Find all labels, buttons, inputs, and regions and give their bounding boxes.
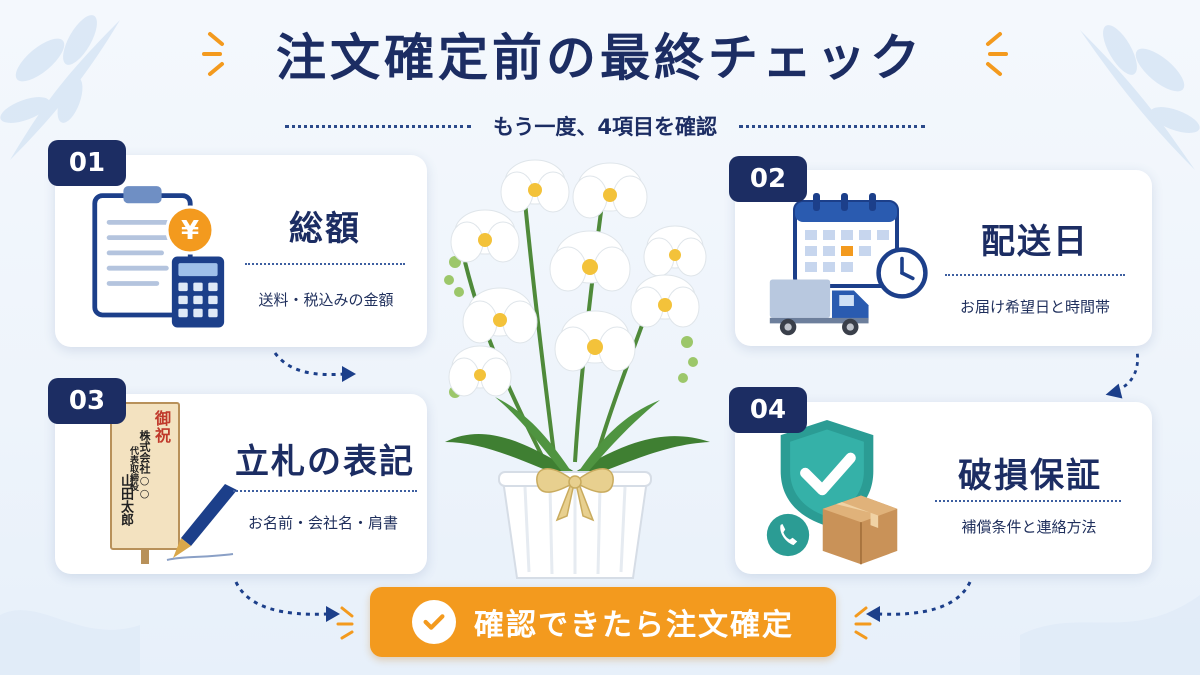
confirm-order-label: 確認できたら注文確定 <box>474 608 794 643</box>
page-subtitle: もう一度、4項目を確認 <box>493 115 717 139</box>
step-badge: 04 <box>729 387 807 433</box>
check-card-damage-guarantee: 破損保証 補償条件と連絡方法 <box>735 402 1152 574</box>
page-title: 注文確定前の最終チェック <box>276 29 924 87</box>
card-description: 補償条件と連絡方法 <box>961 518 1097 536</box>
phone-icon <box>766 513 810 557</box>
check-card-placard: 御祝 株式会社○○ 代表取締役 山田太郎 立札の表記 お名前・会社名・肩書 <box>55 394 427 574</box>
package-icon <box>822 495 898 565</box>
card-divider <box>233 490 417 492</box>
wave-decoration-left <box>0 610 140 675</box>
flow-arrow-01-to-03 <box>273 352 356 382</box>
card-description: 送料・税込みの金額 <box>258 291 394 309</box>
cta-spark-left <box>336 606 354 640</box>
card-title: 総額 <box>289 209 361 249</box>
leaf-decoration-right <box>1080 25 1200 170</box>
card-description: お届け希望日と時間帯 <box>959 298 1110 316</box>
check-circle-icon <box>412 600 456 644</box>
placard-company: 株式会社○○ <box>138 430 151 500</box>
clock-icon <box>876 247 928 299</box>
flow-arrow-02-to-04 <box>1105 353 1139 399</box>
placard-name: 山田太郎 <box>118 474 133 526</box>
yen-symbol: ¥ <box>181 216 199 246</box>
title-spark-left <box>202 32 224 76</box>
card-title: 破損保証 <box>958 456 1102 496</box>
card-title: 配送日 <box>981 222 1089 262</box>
cta-spark-right <box>854 606 872 640</box>
confirm-order-button[interactable]: 確認できたら注文確定 <box>370 587 836 657</box>
step-badge: 03 <box>48 378 126 424</box>
title-spark-right <box>986 32 1008 76</box>
calculator-icon <box>171 256 225 328</box>
step-badge: 02 <box>729 156 807 202</box>
truck-icon <box>769 279 869 336</box>
card-title: 立札の表記 <box>235 442 415 482</box>
subtitle-row: もう一度、4項目を確認 <box>285 108 926 144</box>
step-badge: 01 <box>48 140 126 186</box>
card-divider <box>945 274 1125 276</box>
calendar-icon <box>793 193 899 288</box>
check-card-delivery-date: 配送日 お届け希望日と時間帯 <box>735 170 1152 346</box>
placard-role: 代表取締役 <box>128 446 138 491</box>
card-divider <box>935 500 1121 502</box>
card-divider <box>245 263 405 265</box>
wave-decoration-right <box>1020 595 1200 675</box>
card-description: お名前・会社名・肩書 <box>247 514 398 532</box>
leaf-decoration-left <box>0 15 120 160</box>
subtitle-divider-left <box>285 124 472 128</box>
placard-sign: 御祝 株式会社○○ 代表取締役 山田太郎 <box>110 402 180 550</box>
placard-heading: 御祝 <box>152 410 171 444</box>
check-card-total: ¥ 総額 送料・税込みの金額 <box>55 155 427 347</box>
pen-icon <box>166 484 237 561</box>
flow-arrow-03-to-confirm <box>234 581 340 622</box>
subtitle-divider-right <box>739 124 926 128</box>
flow-arrow-04-to-confirm <box>866 581 972 622</box>
yen-coin-icon: ¥ <box>165 205 215 255</box>
orchid-flowers <box>448 159 707 397</box>
orchid-pot-illustration <box>444 159 710 579</box>
placard-stand <box>141 550 149 564</box>
